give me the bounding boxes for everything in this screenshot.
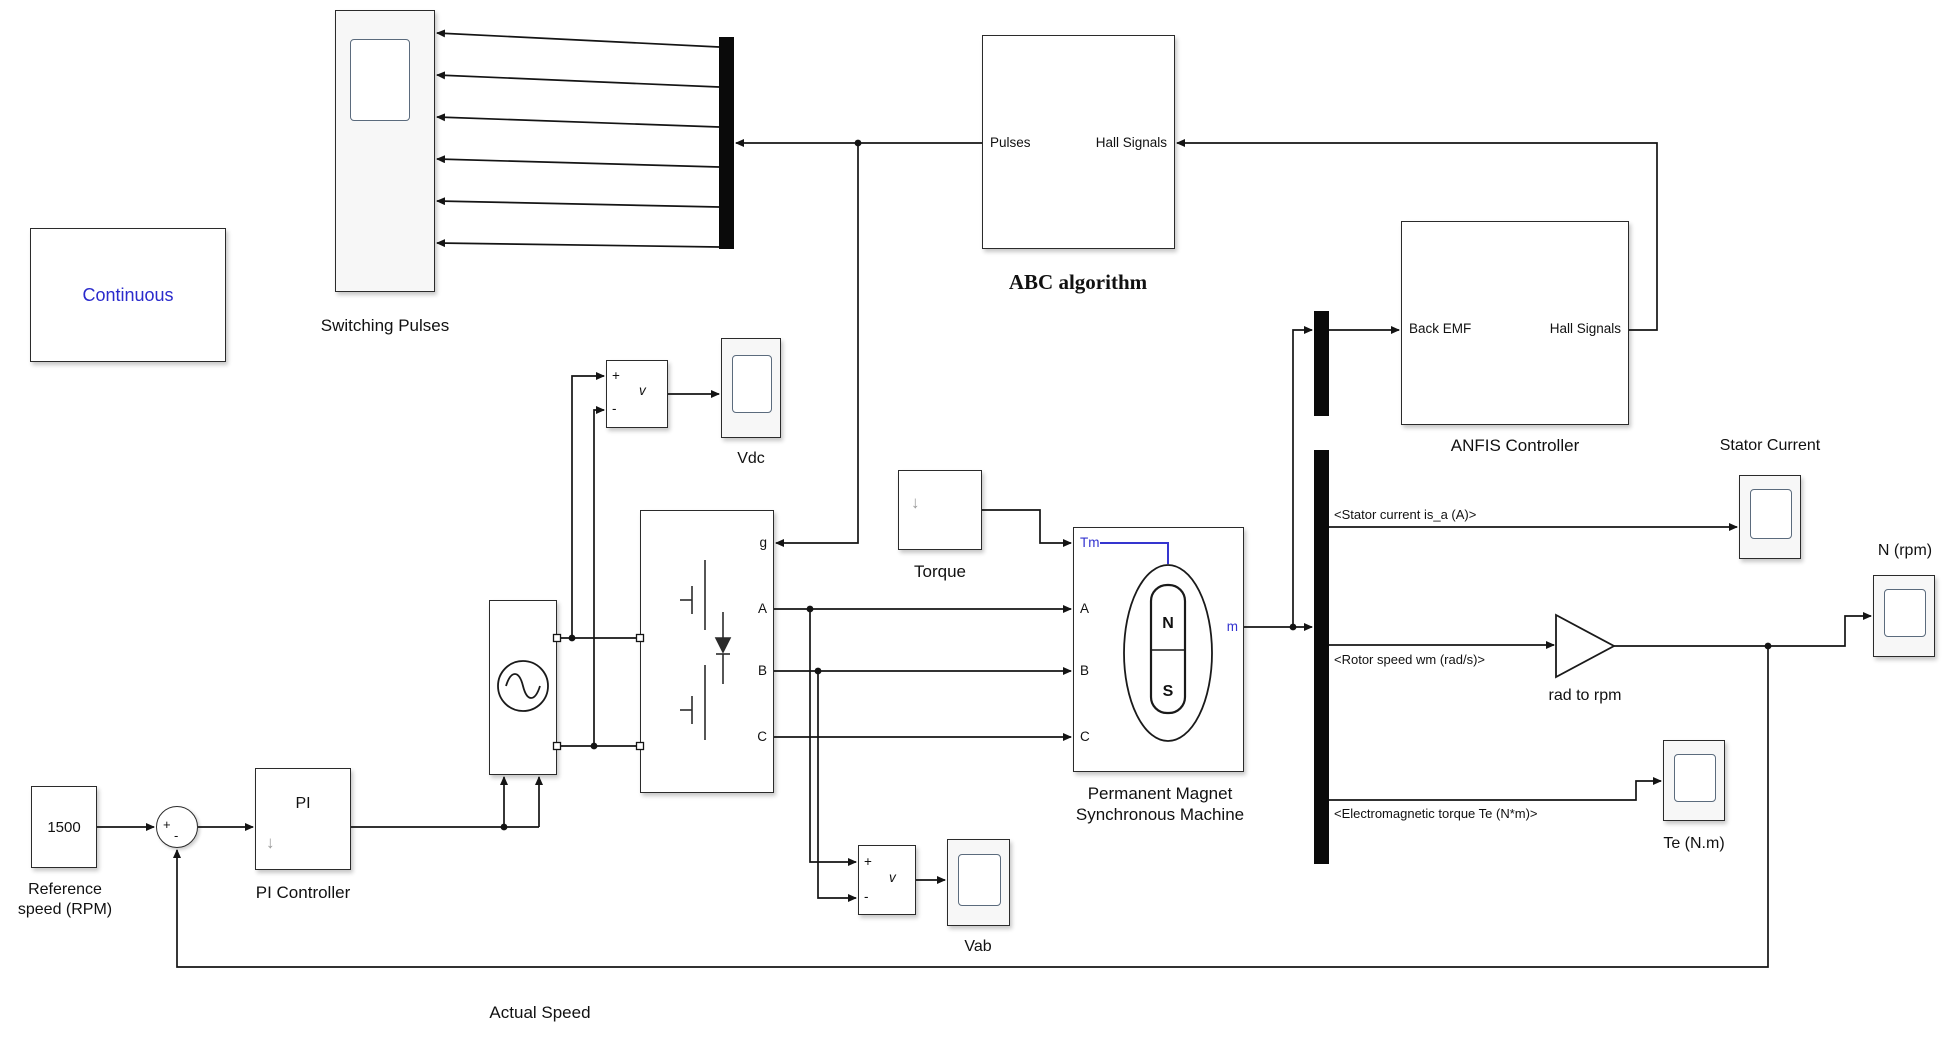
vm-minus-port: - [864,889,869,904]
vab-label: Vab [964,938,992,955]
signal-label-em-torque: <Electromagnetic torque Te (N*m)> [1334,806,1538,821]
scope-screen-icon [1750,489,1792,539]
pmsm-label-line1: Permanent Magnet [1087,784,1233,803]
reference-label-line1: Reference [28,881,102,898]
rad-to-rpm-label: rad to rpm [1548,687,1622,704]
pmsm-label-line2: Synchronous Machine [1075,805,1245,825]
gain-triangle-icon [1555,613,1616,679]
pmsm-label: Permanent Magnet Synchronous Machine [1035,783,1285,826]
vm-plus-port: + [612,368,620,383]
sum-block[interactable]: + - [156,806,198,848]
vdc-voltage-measurement[interactable]: + - v [606,360,668,428]
te-label: Te (N.m) [1663,835,1725,852]
vab-voltage-measurement[interactable]: + - v [858,845,916,915]
reference-speed-value: 1500 [47,818,81,836]
vdc-scope[interactable] [721,338,781,438]
pmsm-port-tm: Tm [1080,535,1100,550]
external-reset-icon: ↓ [266,833,275,852]
abc-port-hall-signals: Hall Signals [1095,135,1167,150]
scope-screen-icon [958,854,1001,906]
dc-voltage-source-block[interactable] [489,600,557,775]
inverter-port-b: B [757,663,767,678]
reference-label-line2: speed (RPM) [17,901,113,918]
vm-minus-port: - [612,401,617,416]
anfis-controller-block[interactable]: Back EMF Hall Signals [1401,221,1629,425]
actual-speed-label: Actual Speed [489,1003,591,1022]
scope-screen-icon [350,39,410,121]
torque-source-block[interactable]: ↓ [898,470,982,550]
pmsm-port-c: C [1080,729,1090,744]
abc-algorithm-label: ABC algorithm [1008,270,1148,294]
scope-screen-icon [732,355,772,413]
inverter-port-c: C [757,729,767,744]
sum-plus-sign: + [163,817,171,832]
inverter-port-g: g [759,535,767,550]
signal-label-rotor-speed: <Rotor speed wm (rad/s)> [1334,652,1486,667]
vm-v-symbol: v [639,383,646,398]
step-input-icon: ↓ [911,493,920,512]
pmsm-port-a: A [1080,601,1090,616]
anfis-port-hall-signals: Hall Signals [1549,321,1621,336]
scope-screen-icon [1884,589,1926,637]
pi-controller-block[interactable]: PI ↓ [255,768,351,870]
switching-pulses-label: Switching Pulses [320,316,450,335]
abc-algorithm-block[interactable]: Pulses Hall Signals [982,35,1175,249]
continuous-label: Continuous [82,284,174,305]
torque-label: Torque [914,562,966,581]
pi-controller-label: PI Controller [255,883,351,902]
continuous-block[interactable]: Continuous [30,228,226,362]
switching-pulses-scope[interactable] [335,10,435,292]
n-rpm-label: N (rpm) [1877,542,1933,559]
pmsm-port-b: B [1080,663,1090,678]
sum-minus-sign: - [174,828,179,843]
signal-label-stator-current: <Stator current is_a (A)> [1334,507,1477,522]
anfis-controller-label: ANFIS Controller [1450,436,1580,455]
vab-scope[interactable] [947,839,1010,926]
scope-screen-icon [1674,754,1716,802]
abc-port-pulses: Pulses [990,135,1031,150]
te-scope[interactable] [1663,740,1725,821]
reference-speed-block[interactable]: 1500 [31,786,97,868]
stator-current-scope[interactable] [1739,475,1801,559]
stator-current-label: Stator Current [1719,437,1821,454]
n-rpm-scope[interactable] [1873,575,1935,657]
pi-text: PI [295,795,311,812]
inverter-port-a: A [757,601,767,616]
inverter-block[interactable]: g A B C [640,510,774,793]
vm-plus-port: + [864,854,872,869]
anfis-port-back-emf: Back EMF [1409,321,1472,336]
pmsm-block[interactable]: Tm A B C m [1073,527,1244,772]
pmsm-port-m: m [1226,619,1238,634]
vdc-label: Vdc [737,450,765,467]
power-port-squares [552,633,645,751]
reference-speed-label: Reference speed (RPM) [0,880,130,920]
vm-v-symbol: v [889,870,896,885]
